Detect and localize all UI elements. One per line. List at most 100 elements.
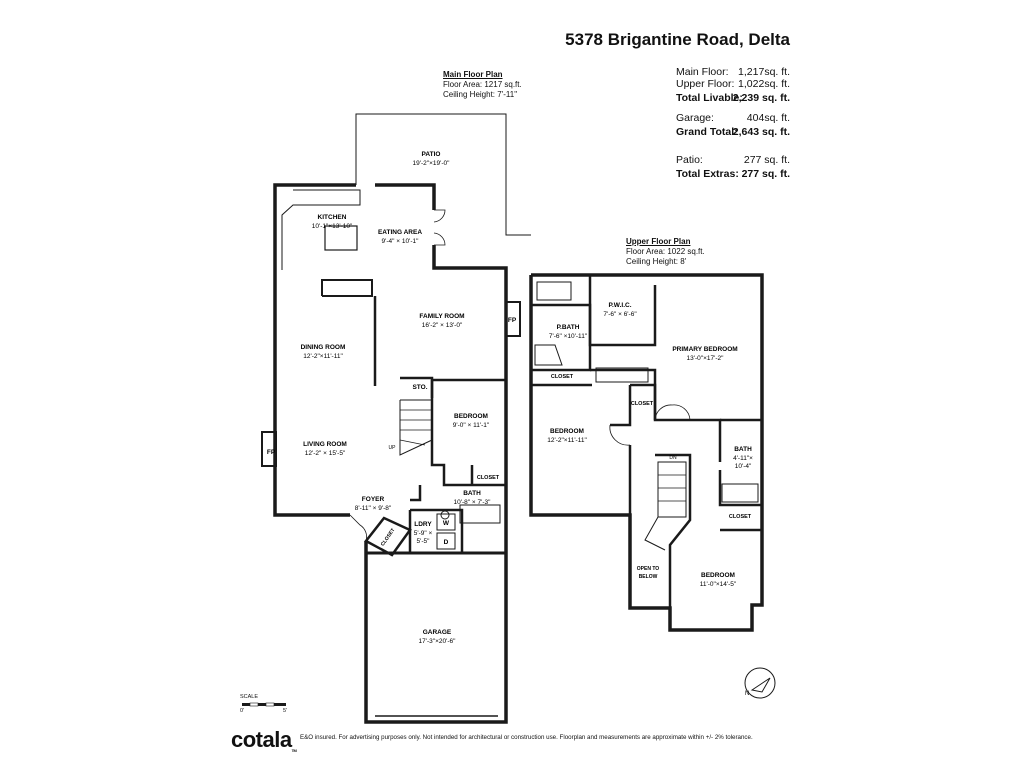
compass-arrow-icon xyxy=(750,677,771,693)
main-exterior-wall-2 xyxy=(364,245,508,724)
room-labels: PATIO 19'-2"×19'-0" KITCHEN 10'-1"×13'-1… xyxy=(267,151,753,645)
main-plan-heading: Main Floor Plan xyxy=(443,70,503,79)
scale-bar xyxy=(242,702,286,707)
closet-up1-name: CLOSET xyxy=(551,374,574,380)
stairs-up xyxy=(657,461,687,518)
patio-dim: 19'-2"×19'-0" xyxy=(413,160,451,167)
footer-disclaimer: E&O insured. For advertising purposes on… xyxy=(300,734,753,741)
kitchen-counter-top xyxy=(281,189,361,270)
wall-bedroom-up1 xyxy=(610,385,632,427)
scale-seg xyxy=(242,703,250,706)
wall-stair-up xyxy=(655,453,692,608)
open-below-line1: OPEN TO xyxy=(637,566,660,572)
living-name: LIVING ROOM xyxy=(303,441,347,448)
upper-plan-area: Floor Area: 1022 sq.ft. xyxy=(626,247,705,256)
total-livable-value: 2,239 sq. ft. xyxy=(732,92,790,104)
wall-closet-up2 xyxy=(630,383,657,420)
upper-floor-value: 1,022sq. ft. xyxy=(738,78,790,90)
door-bedroom-up1 xyxy=(609,424,631,446)
patio-label: Patio: xyxy=(676,154,703,166)
pwic-name: P.W.I.C. xyxy=(609,302,632,309)
dining-name: DINING ROOM xyxy=(301,344,346,351)
compass-circle xyxy=(744,667,776,699)
laundry-dim1: 5'-9" × xyxy=(414,530,433,537)
bath-up-name: BATH xyxy=(734,446,752,453)
washer xyxy=(436,513,456,531)
scale-seg xyxy=(265,702,275,707)
summary-garage: Garage: 404sq. ft. xyxy=(676,111,790,125)
eating-name: EATING AREA xyxy=(378,229,422,236)
stairs-main xyxy=(399,399,433,456)
kitchen-dim: 10'-1"×13'-10" xyxy=(312,223,353,230)
dryer xyxy=(436,532,456,550)
bath-up-dim2: 10'-4" xyxy=(735,463,752,470)
pwic-dim: 7'-6" × 6'-6" xyxy=(603,311,637,318)
fp-family-label: FP xyxy=(508,317,517,324)
summary-main-floor: Main Floor: 1,217sq. ft. xyxy=(676,65,790,79)
grand-total-label: Grand Total: xyxy=(676,126,738,138)
summary-upper-floor: Upper Floor: 1,022sq. ft. xyxy=(676,77,790,91)
main-plan-area: Floor Area: 1217 sq.ft. xyxy=(443,80,522,89)
garage-value: 404sq. ft. xyxy=(746,112,790,124)
grand-total-value: 2,643 sq. ft. xyxy=(732,126,790,138)
shower-pbath xyxy=(534,344,563,366)
main-floor-label: Main Floor: xyxy=(676,66,729,78)
closet-up3-name: CLOSET xyxy=(729,514,752,520)
scale-end: 5' xyxy=(283,708,288,714)
fireplace-living xyxy=(261,431,277,467)
tub-pbath xyxy=(536,281,572,301)
door-primary xyxy=(654,404,691,421)
main-exterior-wall xyxy=(273,183,356,517)
dining-dim: 12'-2"×11'-11" xyxy=(303,353,343,360)
garage-name: GARAGE xyxy=(423,629,452,636)
foyer-closet xyxy=(364,516,412,557)
bath-tub-main xyxy=(459,504,501,524)
scale-label: SCALE xyxy=(240,694,259,700)
door-eating-2 xyxy=(433,232,446,246)
stair-tread xyxy=(399,439,426,446)
family-dim: 16'-2" × 13'-0" xyxy=(422,322,463,329)
bedroom-main-dim: 9'-0" × 11'-1" xyxy=(453,422,490,429)
total-extras-value: 277 sq. ft. xyxy=(741,168,790,180)
garage-dim: 17'-3"×20'-6" xyxy=(419,638,457,645)
primary-name: PRIMARY BEDROOM xyxy=(672,346,737,353)
vanity-primary xyxy=(595,367,649,383)
summary-patio: Patio: 277 sq. ft. xyxy=(676,153,790,167)
foyer-name: FOYER xyxy=(362,496,385,503)
scale-seg xyxy=(258,703,266,706)
foyer-dim: 8'-11" × 9'-8" xyxy=(355,505,392,512)
cotala-logo-tm: TM xyxy=(291,748,297,753)
fp-living-label: FP xyxy=(267,449,276,456)
eating-dim: 9'-4" × 10'-1" xyxy=(382,238,420,245)
wall-pwic xyxy=(588,275,657,347)
laundry-dim2: 5'-5" xyxy=(417,538,431,545)
scale-seg xyxy=(274,703,286,706)
upper-exterior-wall xyxy=(529,273,764,632)
compass-n-label: N xyxy=(745,691,749,697)
kitchen-name: KITCHEN xyxy=(318,214,347,221)
closet-foyer-name: CLOSET xyxy=(380,527,397,547)
main-plan-info: Main Floor Plan Floor Area: 1217 sq.ft. … xyxy=(443,70,522,100)
closet-up2-name: CLOSET xyxy=(631,401,654,407)
stair-up-label: UP xyxy=(389,445,397,451)
wall-bath-up xyxy=(718,470,762,507)
open-below-line2: BELOW xyxy=(639,574,658,580)
cotala-logo-text: cotala xyxy=(231,727,292,752)
total-livable-label: Total Livable: xyxy=(676,92,743,104)
bath-main-name: BATH xyxy=(463,490,481,497)
bedroom-up1-name: BEDROOM xyxy=(550,428,584,435)
wall-bath-main xyxy=(410,485,422,502)
upper-floor-label: Upper Floor: xyxy=(676,78,735,90)
laundry-name: LDRY xyxy=(414,521,432,528)
door-eating xyxy=(433,209,446,223)
tub-bath-up xyxy=(721,483,759,503)
toilet-main xyxy=(440,510,450,520)
washer-label: W xyxy=(443,520,450,527)
stair-curve-up xyxy=(644,516,666,551)
sto-name: STO. xyxy=(412,384,427,391)
wall-bedroom-bath xyxy=(430,380,506,487)
garage-label: Garage: xyxy=(676,112,714,124)
summary-grand-total: Grand Total: 2,643 sq. ft. xyxy=(676,125,790,139)
walls xyxy=(261,113,764,724)
